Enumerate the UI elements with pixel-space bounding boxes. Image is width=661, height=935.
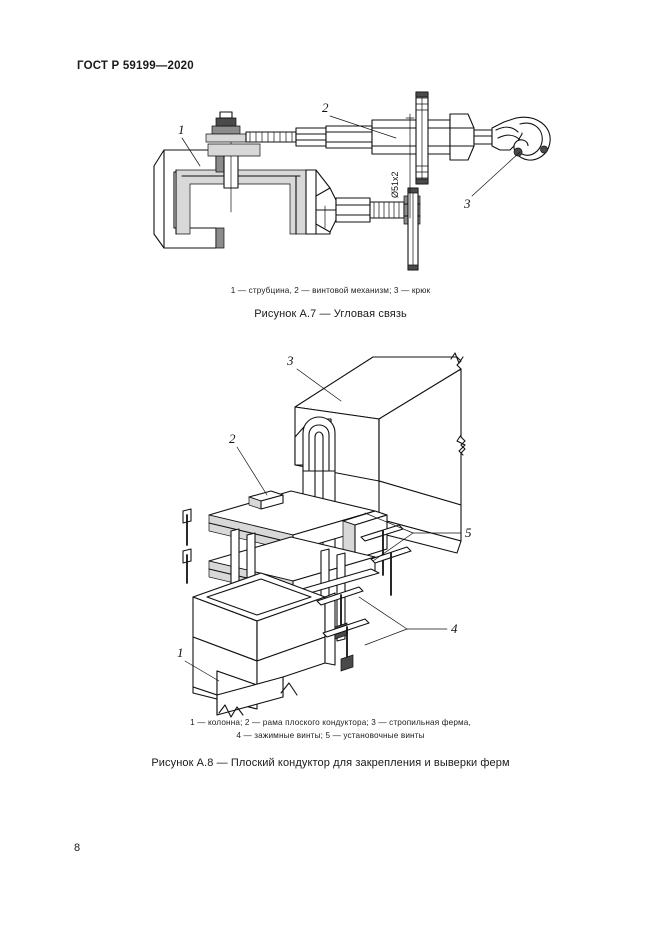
page-header: ГОСТ Р 59199—2020 bbox=[77, 60, 194, 72]
callout-2: 2 bbox=[229, 431, 236, 446]
callout-2: 2 bbox=[322, 100, 329, 115]
callout-1: 1 bbox=[178, 122, 185, 137]
page-number: 8 bbox=[74, 842, 81, 854]
callout-3: 3 bbox=[286, 353, 294, 368]
dimension-label: Ø51x2 bbox=[390, 171, 400, 198]
figure-a8-legend-line1: 1 — колонна; 2 — рама плоского кондуктор… bbox=[190, 718, 471, 727]
callout-4: 4 bbox=[451, 621, 458, 636]
figure-a7-caption: Рисунок А.7 — Угловая связь bbox=[254, 308, 407, 320]
figure-a8-legend-line2: 4 — зажимные винты; 5 — установочные вин… bbox=[236, 731, 425, 740]
callout-3: 3 bbox=[463, 196, 471, 211]
callout-5: 5 bbox=[465, 525, 472, 540]
callout-1: 1 bbox=[177, 645, 184, 660]
figure-a8-caption: Рисунок А.8 — Плоский кондуктор для закр… bbox=[151, 757, 510, 769]
figure-a8-drawing: 3 2 5 4 1 bbox=[175, 345, 505, 718]
figure-a7-legend: 1 — струбцина, 2 — винтовой механизм; 3 … bbox=[230, 286, 431, 295]
figure-a7-drawing: Ø51x2 1 2 3 bbox=[120, 88, 560, 278]
